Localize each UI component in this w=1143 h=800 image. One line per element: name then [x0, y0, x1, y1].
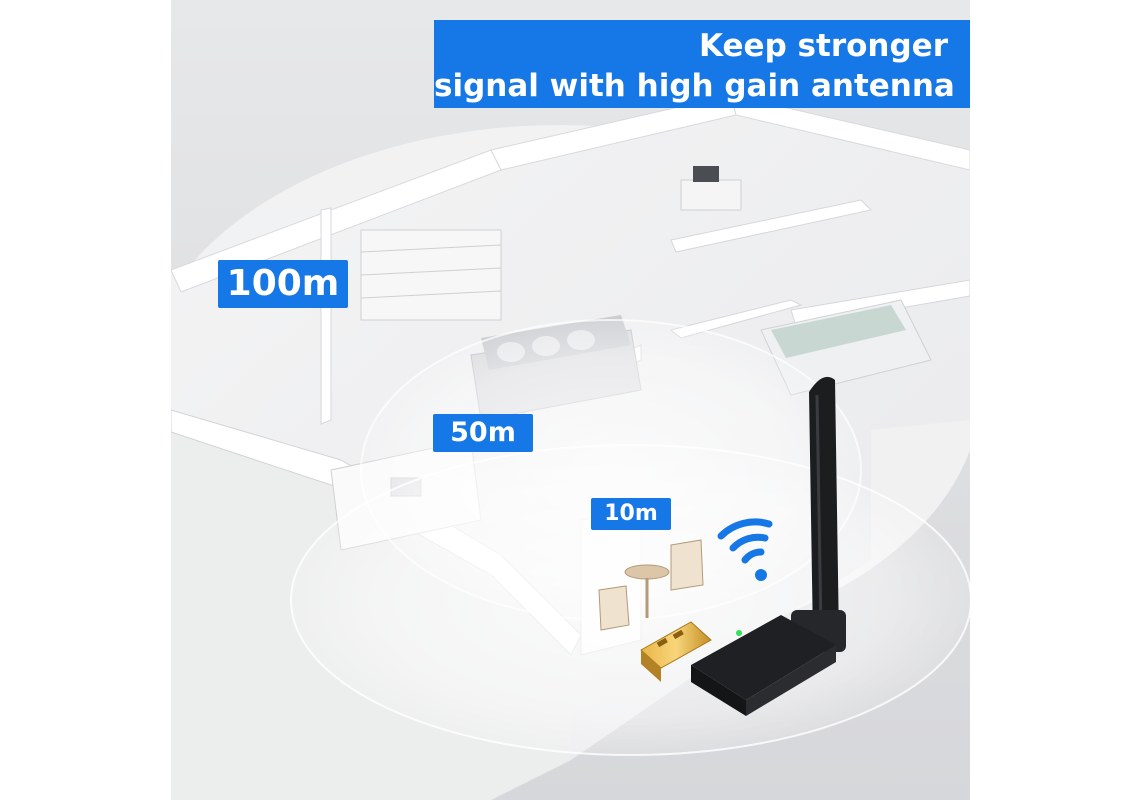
wifi-icon — [717, 518, 773, 581]
product-image: Keep stronger signal with high gain ante… — [171, 0, 970, 800]
range-label-100m: 100m — [218, 260, 348, 308]
headline-line-2: signal with high gain antenna — [434, 68, 955, 104]
dining-set — [598, 539, 704, 631]
floorplan-illustration — [171, 94, 970, 800]
range-label-10m: 10m — [591, 498, 671, 530]
range-zone-10m — [290, 444, 970, 756]
headline-banner: Keep stronger signal with high gain ante… — [434, 20, 970, 108]
range-label-50m: 50m — [433, 414, 533, 452]
usb-wifi-adapter — [640, 376, 846, 716]
headline-line-1: Keep stronger — [699, 28, 948, 64]
